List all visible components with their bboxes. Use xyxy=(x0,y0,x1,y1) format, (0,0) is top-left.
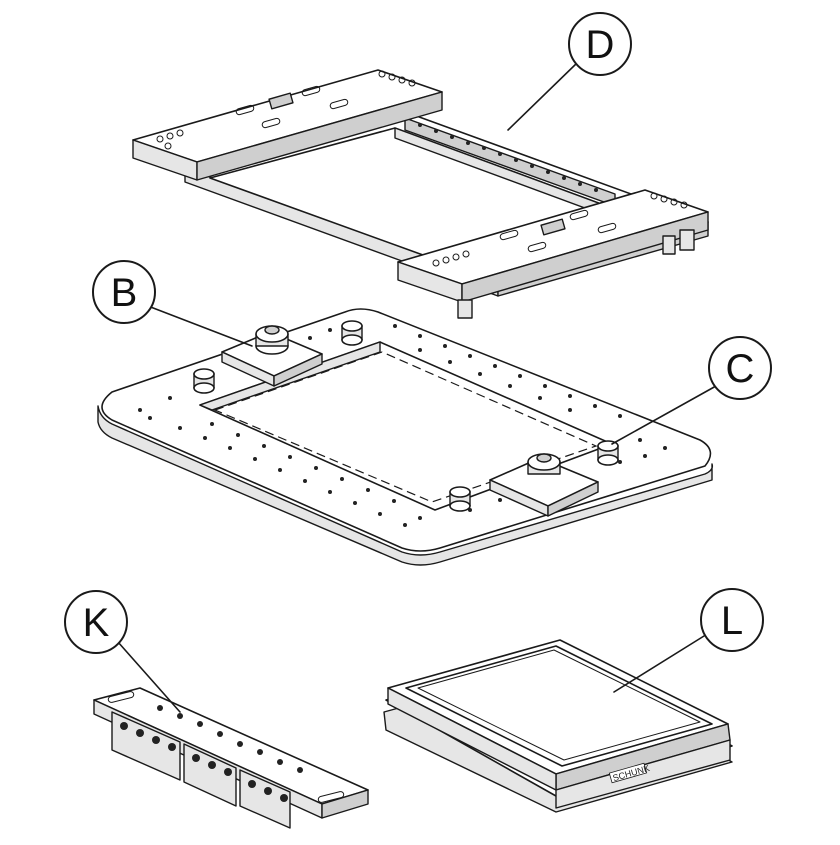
frame-front-crossbar-front xyxy=(461,211,709,303)
tray-top-inner xyxy=(405,645,713,767)
tray-brand-plate xyxy=(608,762,648,784)
frame-back-crossbar-front xyxy=(196,91,443,181)
locating-pin-2 xyxy=(193,368,215,394)
callout-c-label: C xyxy=(726,347,755,391)
tray-stack-l: SCHUNK xyxy=(383,639,733,813)
leader-k xyxy=(117,641,181,713)
base-plate-holes xyxy=(138,324,667,527)
frame-back-crossbar-slots xyxy=(156,70,416,150)
callout-c: C xyxy=(708,336,772,400)
frame-leg-3 xyxy=(662,235,676,255)
strip-blocks xyxy=(111,705,303,829)
clamping-module-c xyxy=(489,453,599,517)
leader-d xyxy=(507,61,579,131)
callout-b-label: B xyxy=(111,271,138,315)
locating-pin-4 xyxy=(449,486,471,512)
callout-k: K xyxy=(64,590,128,654)
locating-pin-3 xyxy=(597,440,619,466)
callout-l: L xyxy=(700,588,764,652)
callout-leaders xyxy=(117,61,717,713)
callout-d-label: D xyxy=(586,23,615,67)
tray-top-panel xyxy=(417,649,701,761)
frame-front-crossbar-slots xyxy=(432,192,688,267)
callout-k-label: K xyxy=(83,601,110,645)
callout-b: B xyxy=(92,260,156,324)
clamping-strip-k xyxy=(93,687,369,829)
base-plate-edge xyxy=(97,405,714,566)
callout-l-label: L xyxy=(721,599,743,643)
frame-leg-1 xyxy=(457,299,473,319)
leader-l xyxy=(613,635,705,693)
frame-assembly-d xyxy=(132,69,709,319)
clamping-module-b xyxy=(221,325,323,387)
base-plate-pocket-seal xyxy=(213,351,598,503)
leader-b xyxy=(147,305,253,347)
frame-leg-2 xyxy=(679,229,695,251)
callout-d: D xyxy=(568,12,632,76)
strip-end-face xyxy=(321,789,369,819)
frame-slot-rail-holes xyxy=(418,123,598,192)
leader-c xyxy=(611,385,717,445)
locating-pin-1 xyxy=(341,320,363,346)
base-plate xyxy=(97,308,714,566)
